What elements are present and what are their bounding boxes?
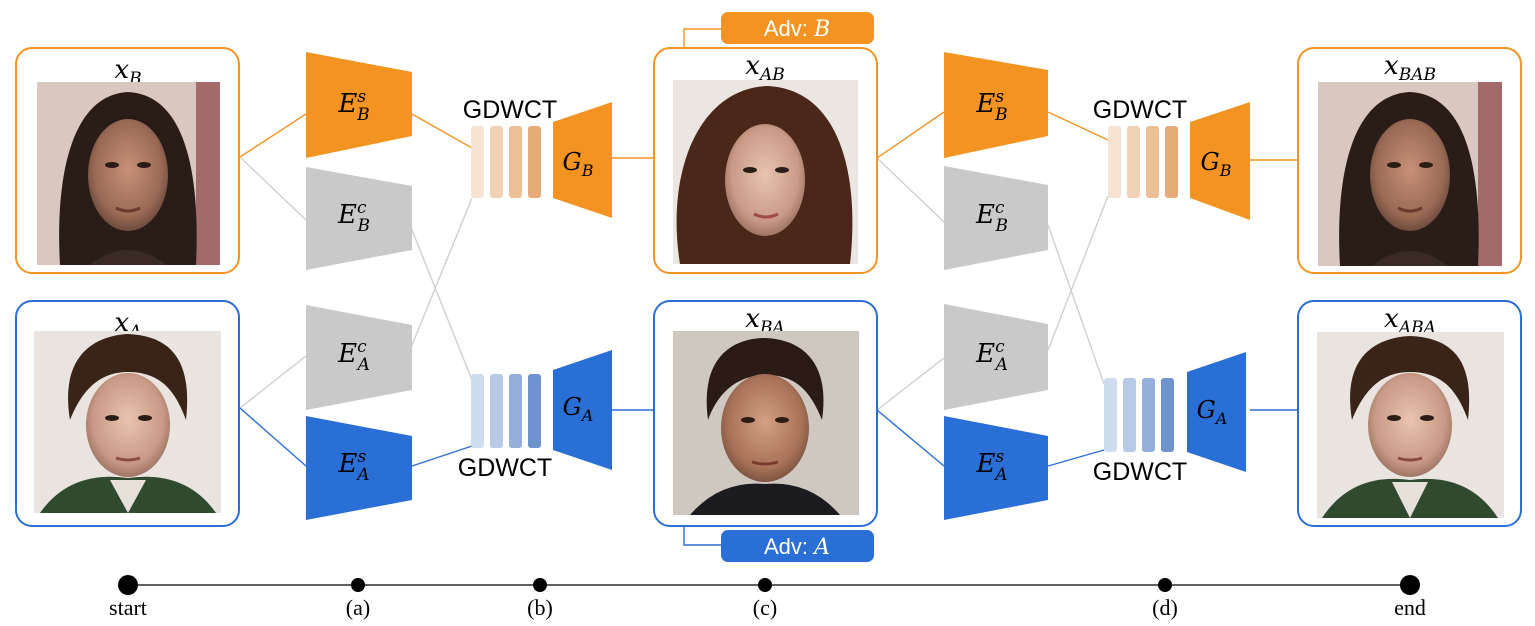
face-photo-xABA <box>1317 332 1504 518</box>
svg-text:EcB: EcB <box>337 198 370 236</box>
svg-text:GB: GB <box>1201 148 1232 180</box>
svg-text:GA: GA <box>563 393 594 425</box>
timeline-label-a: (a) <box>346 595 370 620</box>
generator-GA-2: GA <box>1187 352 1246 472</box>
adv-badge-B: Adv: B <box>721 12 874 44</box>
gdwct-bars-blue-1 <box>471 374 541 448</box>
gdwct-label-top-2: GDWCT <box>1093 96 1187 124</box>
generator-GA-1: GA <box>553 350 612 470</box>
svg-text:EsA: EsA <box>976 447 1008 485</box>
image-panel-xAB: xAB <box>653 47 878 274</box>
face-photo-xBA <box>673 331 859 515</box>
gdwct-label-bottom-2: GDWCT <box>1093 458 1187 486</box>
svg-text:GA: GA <box>1197 396 1228 428</box>
svg-text:EcA: EcA <box>975 337 1008 375</box>
svg-text:EcB: EcB <box>975 198 1008 236</box>
gdwct-bars-blue-2 <box>1104 378 1174 452</box>
generator-GB-2: GB <box>1190 102 1250 220</box>
timeline-label-d: (d) <box>1152 595 1178 620</box>
gdwct-label-top-1: GDWCT <box>463 96 557 124</box>
timeline-dot-a <box>351 578 365 592</box>
face-photo-xB <box>37 82 220 265</box>
adv-badge-A: Adv: A <box>721 530 874 562</box>
timeline-dot-end <box>1400 575 1420 595</box>
svg-text:Adv: B: Adv: B <box>764 16 830 42</box>
timeline-dot-c <box>758 578 772 592</box>
gdwct-bars-orange-2 <box>1108 126 1178 198</box>
svg-text:EsA: EsA <box>338 447 370 485</box>
svg-text:EsB: EsB <box>337 87 369 125</box>
timeline-label-start: start <box>109 595 147 620</box>
timeline-label-end: end <box>1394 595 1426 620</box>
image-panel-xB: xB <box>15 47 240 274</box>
svg-text:EcA: EcA <box>337 337 370 375</box>
image-panel-xBA: xBA <box>653 300 878 527</box>
timeline-dot-start <box>118 575 138 595</box>
generator-GB-1: GB <box>553 102 612 218</box>
timeline-label-c: (c) <box>753 595 777 620</box>
svg-text:EsB: EsB <box>975 87 1007 125</box>
label-xBAB: xBAB <box>1384 51 1436 85</box>
face-photo-xBAB <box>1318 82 1502 266</box>
timeline-label-b: (b) <box>527 595 553 620</box>
timeline: start (a) (b) (c) (d) end <box>109 575 1426 620</box>
face-photo-xAB <box>673 80 858 264</box>
face-photo-xA <box>34 331 221 513</box>
svg-text:GB: GB <box>563 148 594 180</box>
connection-lines <box>239 28 1298 546</box>
image-panel-xABA: xABA <box>1297 300 1522 527</box>
image-panel-xA: xA <box>15 300 240 527</box>
timeline-dot-d <box>1158 578 1172 592</box>
gdwct-bars-orange-1 <box>471 126 541 198</box>
image-panel-xBAB: xBAB <box>1297 47 1522 274</box>
timeline-dot-b <box>533 578 547 592</box>
gdwct-label-bottom-1: GDWCT <box>458 454 552 482</box>
svg-text:Adv: A: Adv: A <box>764 534 830 560</box>
